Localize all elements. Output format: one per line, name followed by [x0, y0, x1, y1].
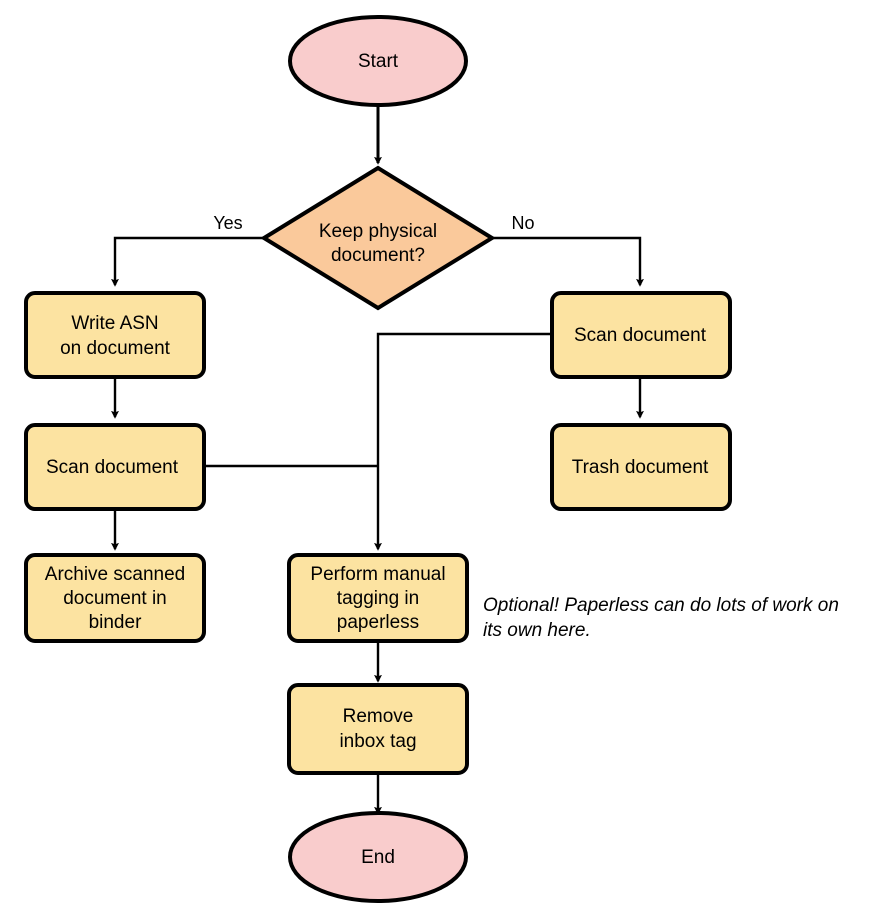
- annotation-line1: Optional! Paperless can do lots of work …: [483, 595, 839, 616]
- node-scan-document-right[interactable]: Scan document: [550, 291, 732, 379]
- edge-decision-yes-to-write-asn: [111, 236, 264, 287]
- node-archive-scanned-document[interactable]: Archive scanned document in binder: [24, 553, 206, 643]
- node-perform-manual-tagging[interactable]: Perform manual tagging in paperless: [287, 553, 469, 643]
- node-decision-keep-physical-document[interactable]: Keep physical document?: [260, 165, 496, 311]
- remove-inbox-box: [287, 683, 469, 775]
- archive-label-line1: Archive scanned: [45, 564, 185, 585]
- write-asn-label-line2: on document: [60, 338, 171, 359]
- node-end[interactable]: End: [288, 811, 468, 903]
- decision-diamond: [260, 165, 496, 311]
- tagging-box: [287, 553, 469, 643]
- scan-document-left-label: Scan document: [46, 457, 179, 478]
- annotation-note: Optional! Paperless can do lots of work …: [483, 595, 839, 641]
- write-asn-label-line1: Write ASN: [71, 313, 158, 334]
- connectors: [111, 102, 644, 815]
- end-ellipse: [288, 811, 468, 903]
- start-label: Start: [358, 51, 399, 72]
- start-ellipse: [288, 15, 468, 107]
- trash-document-box: [550, 423, 732, 511]
- write-asn-box: [24, 291, 206, 379]
- node-scan-document-left[interactable]: Scan document: [24, 423, 206, 511]
- tagging-label-line3: paperless: [337, 612, 419, 633]
- archive-label-line3: binder: [89, 612, 142, 633]
- annotation-line2: its own here.: [483, 620, 591, 641]
- trash-document-label: Trash document: [572, 457, 709, 478]
- decision-label-line2: document?: [331, 245, 425, 266]
- end-label: End: [361, 847, 395, 868]
- node-write-asn-on-document[interactable]: Write ASN on document: [24, 291, 206, 379]
- remove-inbox-label-line2: inbox tag: [339, 731, 416, 752]
- scan-document-right-box: [550, 291, 732, 379]
- tagging-label-line2: tagging in: [337, 588, 419, 609]
- edge-decision-no-to-scan-right: [492, 236, 644, 287]
- tagging-label-line1: Perform manual: [310, 564, 445, 585]
- node-start[interactable]: Start: [288, 15, 468, 107]
- edge-label-yes: Yes: [213, 213, 242, 233]
- archive-box: [24, 553, 206, 643]
- scan-document-left-box: [24, 423, 206, 511]
- node-remove-inbox-tag[interactable]: Remove inbox tag: [287, 683, 469, 775]
- edge-scan-right-to-tagging: [374, 332, 552, 551]
- node-trash-document[interactable]: Trash document: [550, 423, 732, 511]
- scan-document-right-label: Scan document: [574, 325, 707, 346]
- edge-label-no: No: [511, 213, 534, 233]
- remove-inbox-label-line1: Remove: [343, 706, 414, 727]
- decision-label-line1: Keep physical: [319, 221, 437, 242]
- archive-label-line2: document in: [63, 588, 167, 609]
